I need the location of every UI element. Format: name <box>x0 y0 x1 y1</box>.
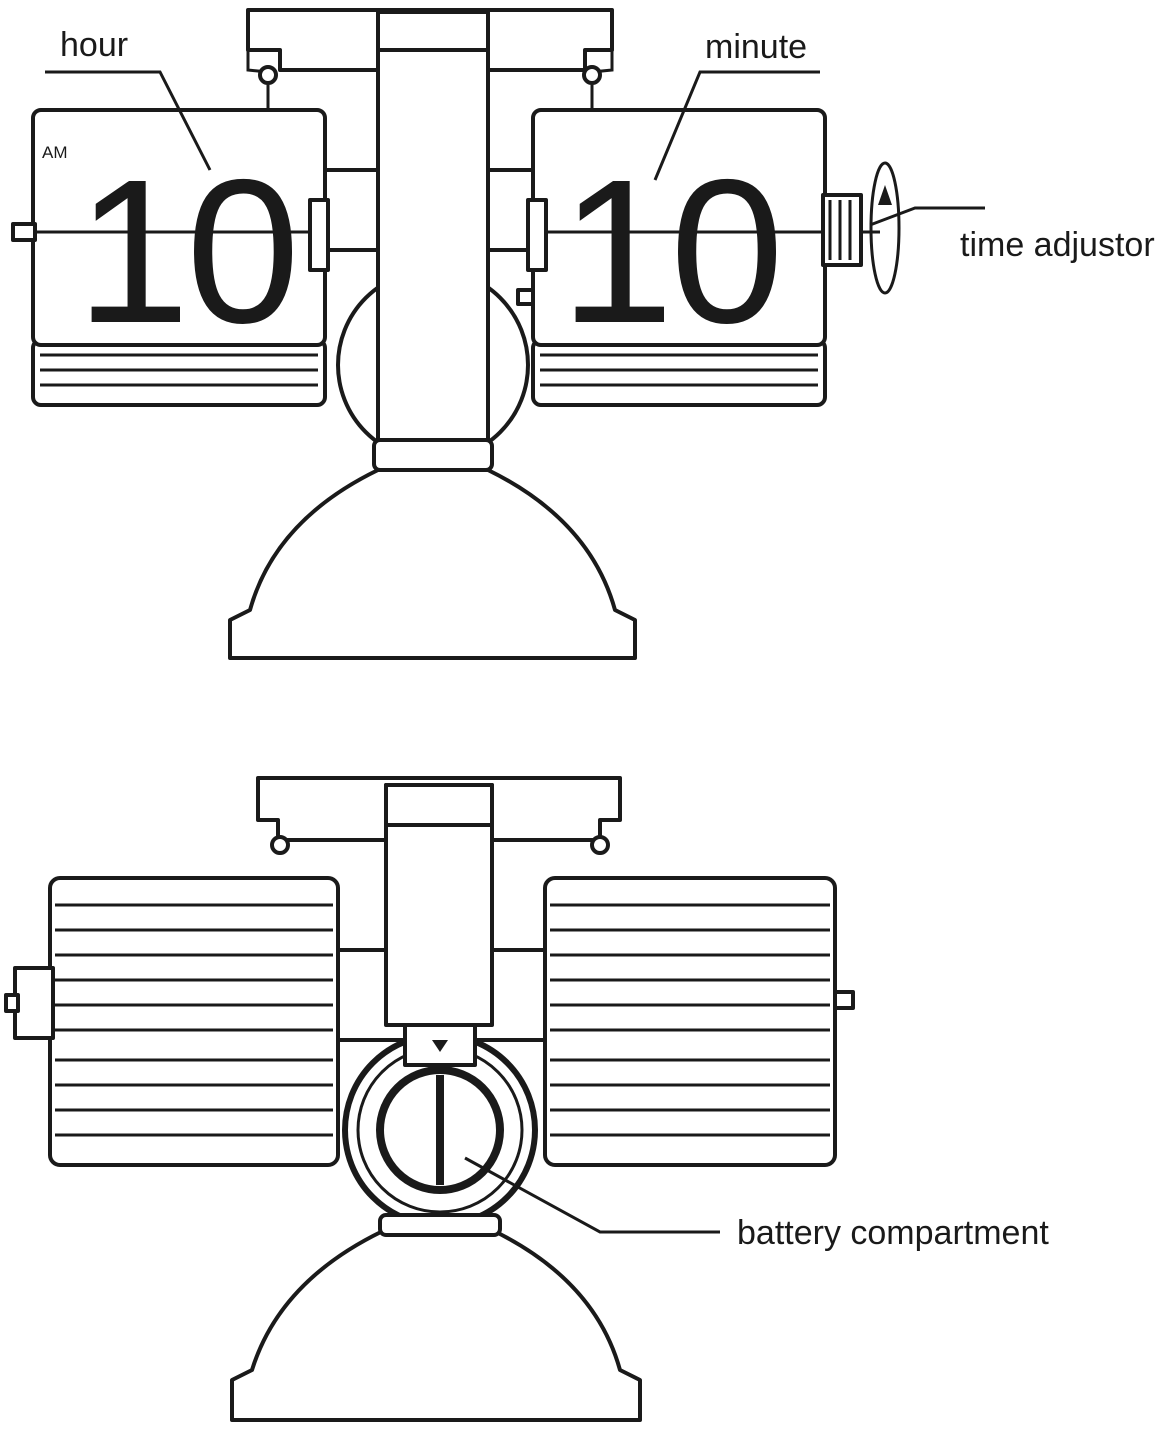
rotation-arrow-icon <box>869 161 901 295</box>
back-left-flap <box>4 876 340 1167</box>
back-view: battery compartment <box>4 776 1049 1422</box>
label-hour: hour <box>60 26 128 64</box>
label-battery-compartment: battery compartment <box>737 1214 1049 1252</box>
minute-flap: 10 <box>516 108 880 407</box>
front-base <box>228 468 637 660</box>
front-view: AM 10 10 hour minute <box>11 8 1155 660</box>
hour-digits: 10 <box>76 137 296 366</box>
open-arrow-icon <box>432 1040 448 1052</box>
minute-digits: 10 <box>560 137 780 366</box>
label-time-adjustor: time adjustor <box>960 226 1155 264</box>
hour-flap: AM 10 <box>11 108 330 407</box>
label-minute: minute <box>705 28 807 66</box>
am-indicator: AM <box>42 143 68 162</box>
time-adjustor-knob <box>821 161 901 295</box>
battery-compartment <box>342 1023 538 1237</box>
back-right-flap <box>543 876 855 1167</box>
front-column <box>376 10 490 472</box>
back-base <box>230 1228 642 1422</box>
